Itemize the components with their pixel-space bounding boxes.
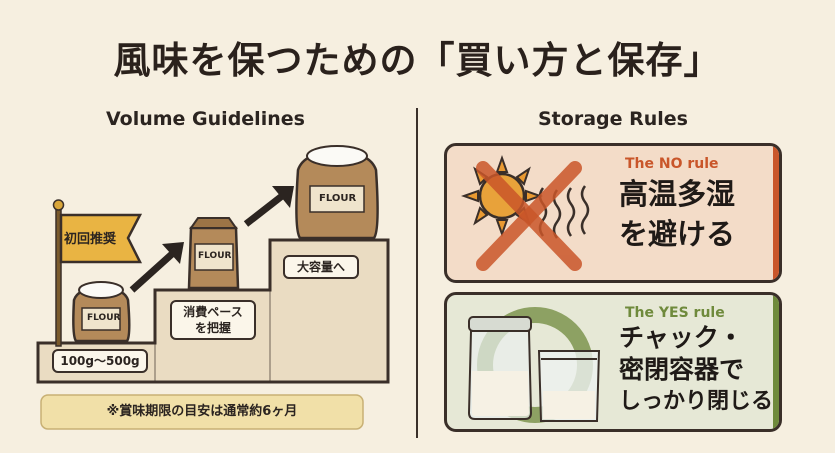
flour-bag-icon (72, 281, 131, 343)
arrow-up-icon (243, 186, 294, 227)
note-box (40, 394, 364, 430)
note-text: ※賞味期限の目安は通常約6ヶ月 (106, 404, 298, 419)
yes-rule-card: The YES rule チャック・ 密閉容器で しっかり閉じる (444, 292, 782, 432)
no-rule-tag: The NO rule (625, 156, 719, 172)
no-rule-line1: 高温多湿 (619, 177, 736, 211)
cross-icon (476, 161, 582, 271)
jar-icon (467, 316, 533, 420)
bag-label-small: FLOUR (87, 313, 121, 323)
flag-icon (52, 199, 143, 347)
yes-rule-line3: しっかり閉じる (619, 389, 774, 414)
flour-bag-icon (295, 145, 379, 240)
step1-label: 100g〜500g (52, 349, 148, 373)
yes-rule-line1: チャック・ (619, 323, 744, 352)
bag-label-large: FLOUR (319, 193, 357, 204)
storage-heading: Storage Rules (538, 108, 688, 130)
yes-rule-line2: 密閉容器で (619, 355, 745, 384)
flour-bag-icon (187, 217, 240, 290)
bag-label-medium: FLOUR (198, 251, 232, 261)
volume-heading: Volume Guidelines (106, 108, 305, 130)
no-rule-line2: を避ける (619, 217, 736, 251)
no-rule-illustration (461, 155, 590, 271)
page-title: 風味を保つための「買い方と保存」 (113, 39, 722, 82)
zip-bag-icon (537, 350, 601, 422)
step3-label: 大容量へ (283, 255, 359, 279)
divider (416, 108, 418, 438)
flag-label: 初回推奨 (64, 232, 117, 247)
yes-rule-illustration (467, 307, 601, 423)
step2-label-line1: 消費ペース (183, 305, 243, 319)
staircase-illustration (36, 145, 390, 430)
step2-label: 消費ペース を把握 (170, 300, 256, 340)
no-rule-card: The NO rule 高温多湿 を避ける (444, 143, 782, 283)
step2-label-line2: を把握 (194, 321, 231, 335)
yes-rule-tag: The YES rule (625, 305, 725, 321)
arrow-up-icon (129, 242, 184, 293)
